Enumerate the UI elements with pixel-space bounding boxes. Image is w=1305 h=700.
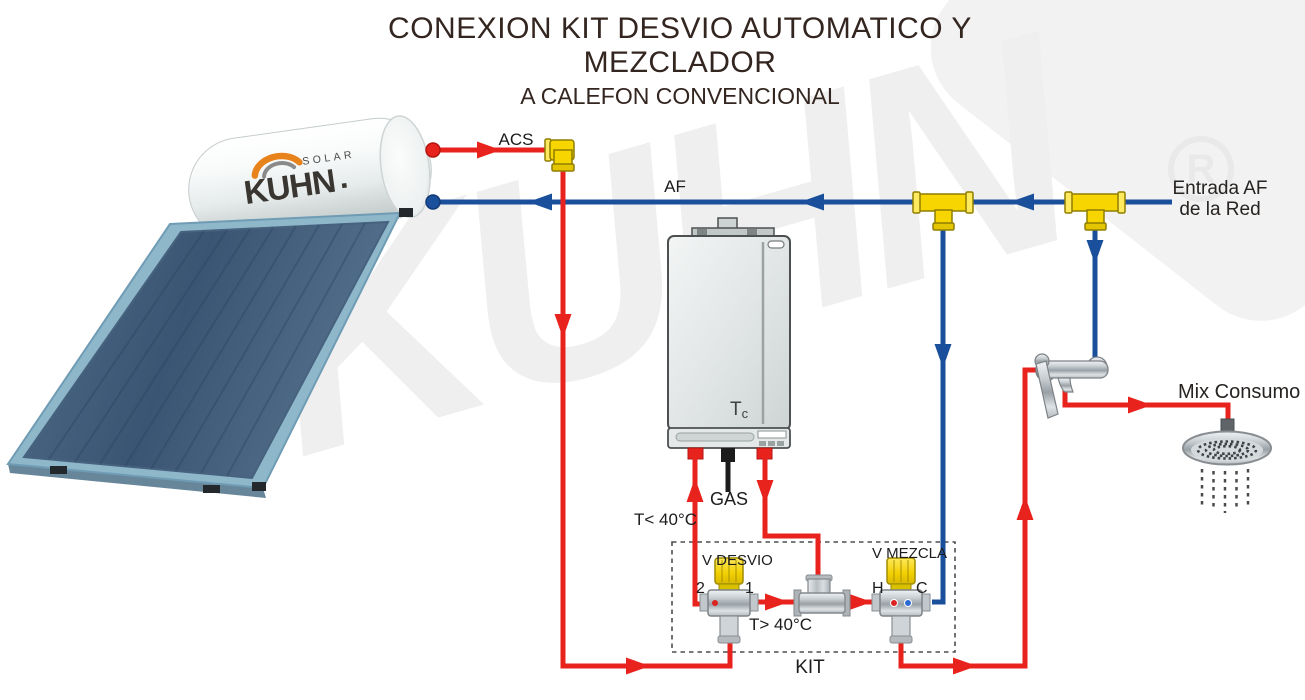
label-temp-above-40: T> 40°C	[749, 615, 813, 634]
label-diverter-port-2: 2	[696, 580, 705, 597]
hot-water-pipes	[440, 147, 1231, 669]
panel-absorber	[22, 220, 390, 480]
calefon-button	[759, 441, 766, 446]
calefon-display	[757, 430, 787, 439]
water-drops	[1200, 469, 1250, 513]
logo-arc-orange	[251, 152, 303, 179]
tee-fitting-right	[1064, 191, 1126, 231]
calefon-slot	[675, 432, 755, 442]
tank-end-cap	[379, 115, 431, 219]
cold-indicator-dot	[904, 599, 912, 607]
mixer-valve	[871, 557, 931, 644]
shower-head	[1182, 418, 1272, 513]
flue-block	[697, 229, 707, 237]
label-mix-consumo: Mix Consumo	[1178, 381, 1301, 403]
flow-arrow	[800, 193, 824, 211]
solar-collector-panel	[6, 208, 413, 498]
page-title: CONEXION KIT DESVIO AUTOMATICO Y MEZCLAD…	[388, 12, 972, 79]
pipe-calefon-to-tee	[762, 456, 821, 582]
flow-arrow	[554, 314, 572, 338]
label-af: AF	[664, 177, 686, 196]
label-mixer-port-hot: H	[872, 580, 884, 597]
cold-flow-arrows	[528, 193, 1104, 368]
label-gas: GAS	[709, 489, 748, 509]
label-entrada-line1: Entrada AF	[1172, 178, 1268, 199]
calefon-vent-slot	[767, 240, 785, 249]
faucet-spout	[1057, 377, 1074, 393]
label-diverter-valve: V DESVIO	[702, 552, 773, 569]
registered-mark-watermark: R	[1168, 136, 1234, 202]
label-kit: KIT	[795, 657, 825, 678]
kit-dashed-box	[671, 541, 956, 653]
panel-clamp	[252, 482, 266, 491]
elbow-fitting	[544, 138, 575, 172]
faucet-lever	[1035, 360, 1059, 419]
flow-arrow	[528, 193, 552, 211]
logo-arc-grey	[262, 161, 297, 179]
tank-cold-inlet	[425, 194, 441, 210]
calefon-button	[777, 441, 784, 446]
hot-indicator-dot	[890, 599, 898, 607]
calefon	[667, 217, 791, 462]
flow-arrow	[626, 657, 650, 675]
panel-bottom-edge	[8, 464, 266, 498]
chrome-tee-fitting	[793, 574, 851, 617]
calefon-button	[768, 441, 775, 446]
shower-nozzles	[1196, 440, 1258, 460]
tc-main: T	[730, 399, 742, 420]
label-temp-below-40: T< 40°C	[634, 510, 698, 529]
diverter-valve	[699, 557, 759, 644]
flow-arrow	[953, 657, 977, 675]
panel-clamp	[399, 208, 413, 217]
tank-hot-outlet	[425, 142, 441, 158]
panel-foot	[50, 466, 67, 474]
label-mixer-port-cold: C	[916, 580, 928, 597]
flow-arrow	[1128, 396, 1152, 414]
hot-flow-arrows	[477, 141, 1152, 675]
flow-arrow	[765, 593, 789, 611]
page-subtitle: A CALEFON CONVENCIONAL	[520, 83, 840, 109]
valve-marking	[712, 600, 718, 606]
label-diverter-port-1: 1	[745, 580, 754, 597]
tee-fitting-left	[912, 191, 974, 231]
panel-foot	[203, 485, 220, 493]
flow-arrow	[848, 593, 872, 611]
label-entrada-line2: de la Red	[1179, 199, 1261, 220]
panel-stripes	[48, 222, 366, 477]
solar-storage-tank: SOLAR KUHN	[188, 115, 432, 243]
title-block: CONEXION KIT DESVIO AUTOMATICO Y MEZCLAD…	[330, 12, 1030, 110]
pipe-mixed-to-faucet	[898, 367, 1040, 669]
flue-block	[747, 229, 757, 237]
flow-arrow	[1086, 240, 1104, 264]
flow-arrow	[934, 344, 952, 368]
flow-arrow	[686, 478, 704, 502]
label-entrada-af: Entrada AF de la Red	[1155, 178, 1285, 220]
registered-letter: R	[1186, 146, 1216, 191]
pipe-cold-to-mixer	[932, 210, 946, 605]
label-mixer-valve: V MEZCLA	[872, 545, 948, 562]
tc-sub: c	[741, 406, 749, 421]
calefon-body	[667, 235, 791, 431]
flow-arrow	[1016, 496, 1034, 520]
logo-period	[341, 182, 347, 189]
label-calefon-temp: Tc	[730, 399, 748, 421]
flow-arrow	[756, 480, 774, 504]
flow-arrow	[1010, 193, 1034, 211]
faucet	[1034, 353, 1109, 419]
label-acs: ACS	[498, 130, 534, 149]
flow-arrow	[477, 141, 501, 159]
